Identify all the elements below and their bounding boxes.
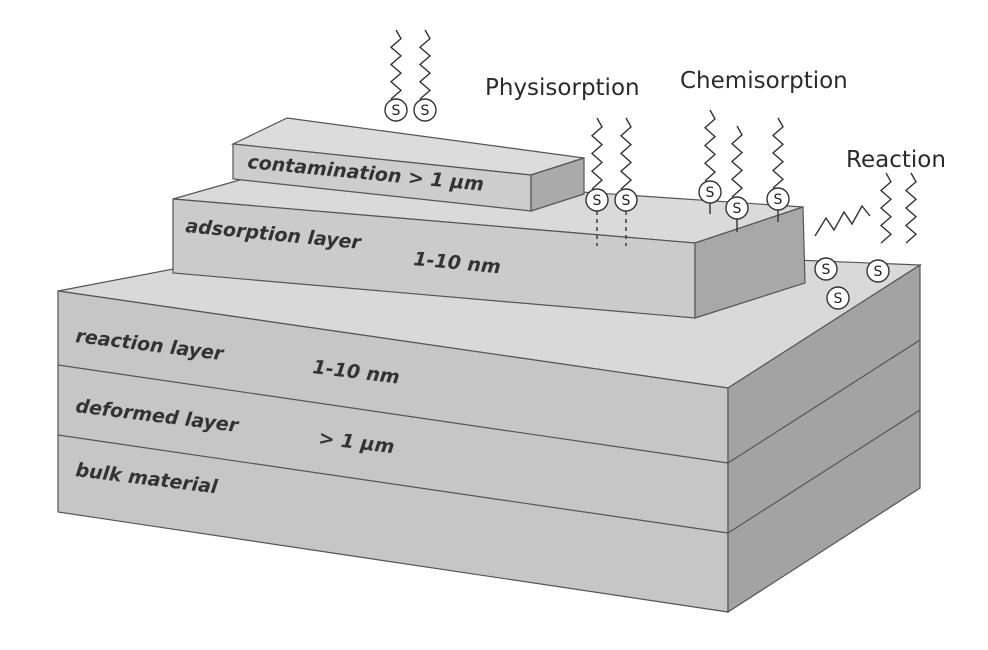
- reaction-atom-3-symbol: S: [834, 291, 843, 307]
- free-molecule-1-symbol: S: [392, 103, 401, 119]
- divider-reaction-deformed-side: [727, 339, 921, 464]
- reaction-atom-1-symbol: S: [822, 262, 831, 278]
- chemisorbed-molecule-2-symbol: S: [733, 201, 742, 217]
- chemisorbed-molecule-1-tail: [703, 109, 717, 182]
- base-side-face: [727, 263, 921, 614]
- physisorbed-molecule-2-tail: [619, 117, 633, 190]
- free-molecule-2-symbol: S: [421, 103, 430, 119]
- chemisorbed-molecule-1-symbol: S: [706, 185, 715, 201]
- divider-deformed-bulk-side: [727, 409, 921, 534]
- physisorbed-molecule-1-symbol: S: [593, 193, 602, 209]
- chemisorbed-molecule-3-symbol: S: [774, 192, 783, 208]
- reaction-heading: Reaction: [846, 147, 946, 173]
- chemisorbed-molecule-2-tail: [730, 125, 744, 198]
- physisorbed-molecule-1-tail: [590, 117, 604, 190]
- reaction-atom-1-head: [814, 257, 838, 281]
- reaction-atom-2-symbol: S: [874, 264, 883, 280]
- adsorption-side-face: [694, 206, 806, 319]
- chemisorption-heading: Chemisorption: [680, 68, 848, 94]
- divider-deformed-bulk-front: [57, 434, 729, 534]
- reaction-atom-3-head: [826, 286, 850, 310]
- chemisorbed-molecule-3-tail: [771, 117, 785, 189]
- free-molecule-1-tail: [389, 29, 403, 100]
- free-molecule-2-head: [413, 98, 437, 122]
- reaction-atom-2-head: [866, 259, 890, 283]
- physisorption-heading: Physisorption: [485, 75, 640, 101]
- free-molecule-2-tail: [418, 29, 432, 100]
- contamination-side-face: [530, 157, 585, 212]
- physisorbed-molecule-2-symbol: S: [622, 193, 631, 209]
- reaction-tail-diagonal: [814, 204, 871, 237]
- reaction-tail-2: [904, 172, 918, 244]
- free-molecule-1-head: [384, 98, 408, 122]
- divider-reaction-deformed-front: [57, 364, 729, 464]
- contamination-slab: [230, 117, 585, 212]
- reaction-tail-1: [879, 172, 893, 244]
